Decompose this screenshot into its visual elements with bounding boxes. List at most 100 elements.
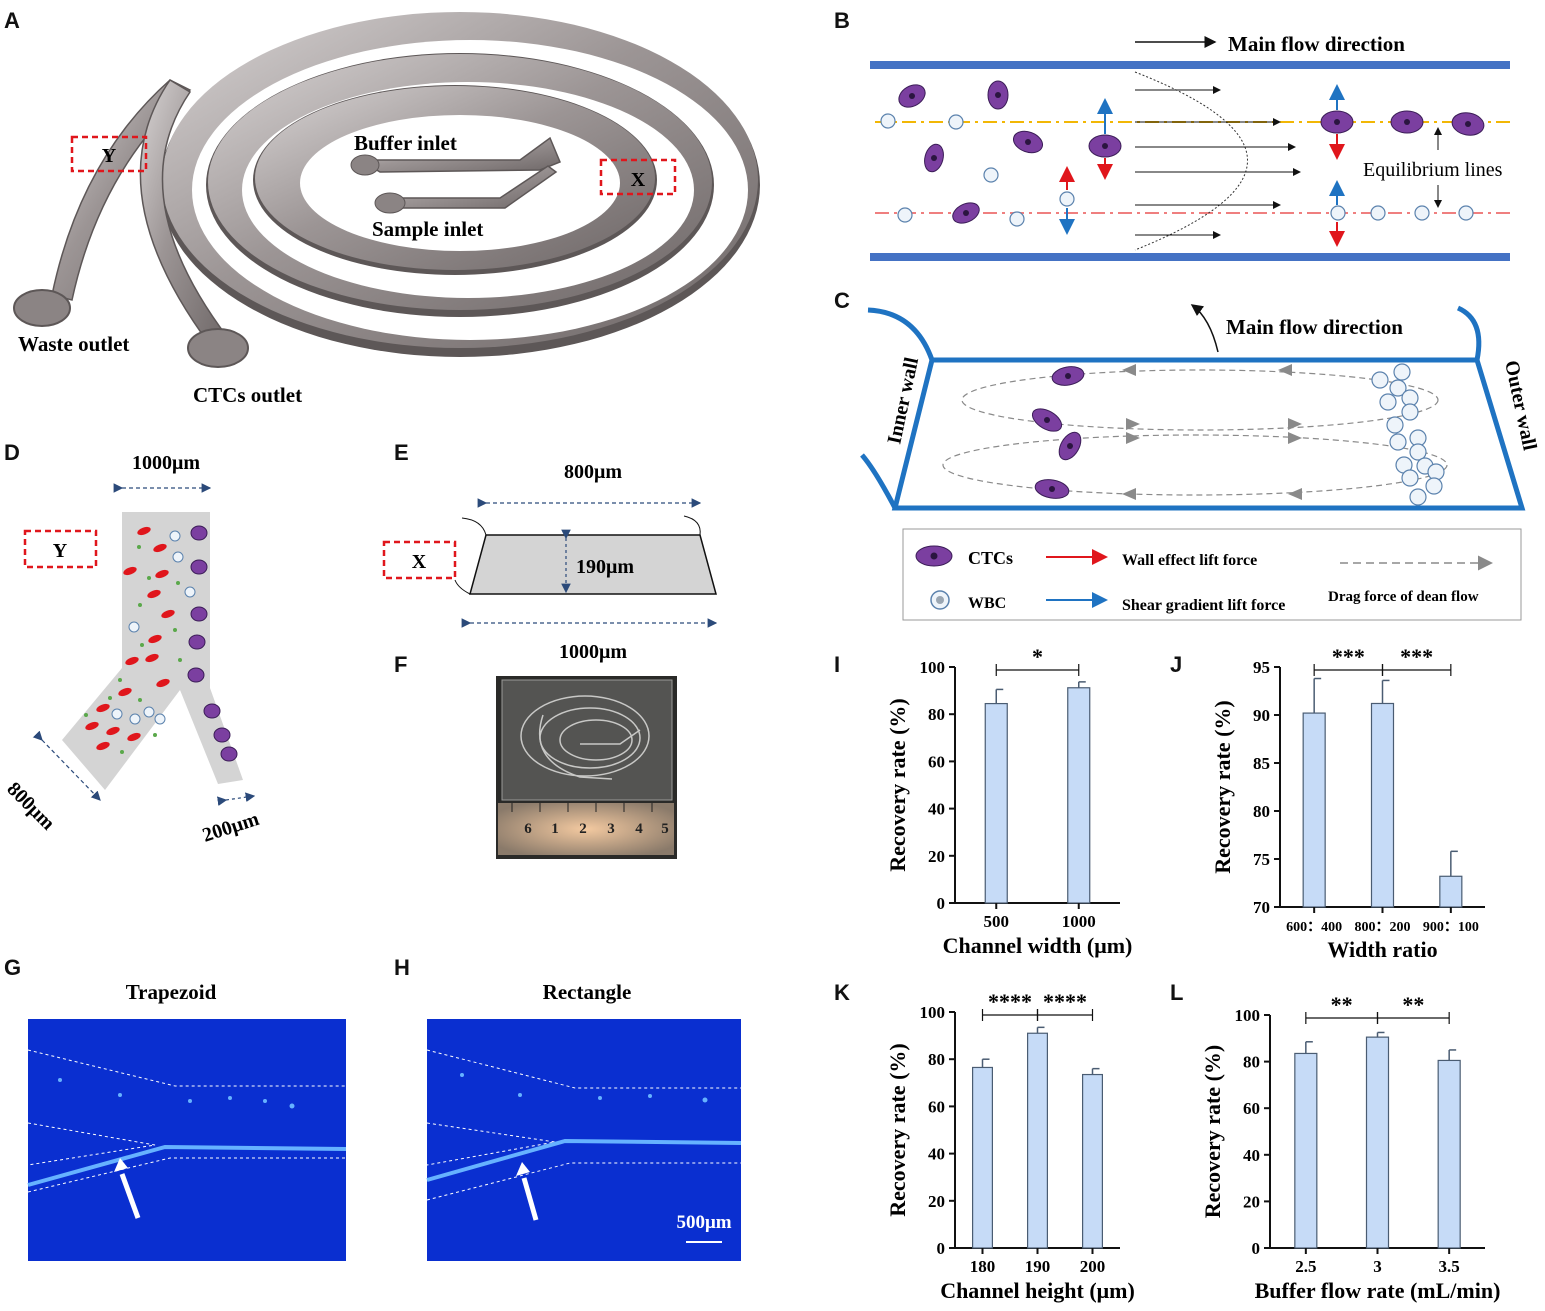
x-tick-label: 1000 (1062, 912, 1096, 931)
e-box-label: X (412, 551, 427, 573)
x-tick-label: 900：100 (1423, 920, 1479, 935)
x-axis-label: Channel height (μm) (940, 1278, 1135, 1303)
x-tick-label: 200 (1080, 1257, 1106, 1276)
equilibrium-lines-label: Equilibrium lines (1363, 159, 1503, 181)
ruler-tick-4: 4 (635, 821, 643, 837)
legend-ctcs: CTCs (968, 548, 1013, 568)
box-y (70, 135, 148, 173)
significance-label: *** (1400, 644, 1433, 669)
panel-letter-l: L (1170, 980, 1184, 1005)
y-tick-label: 0 (937, 894, 946, 913)
y-tick-label: 20 (928, 847, 945, 866)
box-x (599, 158, 677, 196)
x-tick-label: 3 (1373, 1257, 1382, 1276)
panel-letter-g: G (4, 955, 22, 980)
panel-a-spiral-chip: Y X Buffer inlet Sample inlet Waste outl… (13, 12, 760, 407)
y-tick-label: 40 (928, 1145, 945, 1164)
ruler-tick-1: 1 (551, 821, 559, 837)
panel-letter-k: K (834, 980, 850, 1005)
panel-h-fluorescence: Rectangle 500μm (426, 980, 742, 1261)
significance-label: **** (988, 989, 1032, 1014)
outer-wall-label: Outer wall (1500, 358, 1541, 452)
g-title: Trapezoid (126, 980, 217, 1004)
legend-shear-gradient: Shear gradient lift force (1122, 597, 1285, 614)
scale-bar-label: 500μm (676, 1212, 731, 1233)
bar (1294, 1052, 1318, 1249)
y-tick-label: 20 (1243, 1192, 1260, 1211)
inner-wall-label: Inner wall (883, 355, 923, 446)
y-tick-label: 75 (1253, 850, 1270, 869)
d-box-label: Y (53, 540, 68, 562)
d-right-width: 200μm (200, 808, 262, 847)
bar (984, 702, 1008, 904)
panel-f-photo: 1 2 3 4 5 6 (496, 676, 677, 859)
buffer-inlet-label: Buffer inlet (354, 131, 457, 155)
y-tick-label: 40 (928, 800, 945, 819)
panel-letter-d: D (4, 440, 20, 465)
y-tick-label: 90 (1253, 706, 1270, 725)
y-tick-label: 0 (1252, 1239, 1261, 1258)
x-tick-label: 2.5 (1295, 1257, 1316, 1276)
significance-label: * (1032, 644, 1043, 669)
x-axis-label: Buffer flow rate (mL/min) (1255, 1278, 1501, 1303)
x-axis-label: Channel width (μm) (943, 933, 1133, 958)
panel-letter-a: A (4, 8, 20, 33)
bar (1437, 1059, 1461, 1249)
ruler-tick-3: 3 (607, 821, 615, 837)
legend-drag-force: Drag force of dean flow (1328, 589, 1479, 605)
e-top-width: 800μm (564, 461, 622, 483)
significance-label: *** (1332, 644, 1365, 669)
y-tick-label: 40 (1243, 1146, 1260, 1165)
legend-wbc: WBC (968, 595, 1006, 612)
legend-box (902, 528, 1522, 621)
bar (1370, 702, 1395, 908)
d-left-width: 800μm (2, 778, 59, 835)
significance-label: ** (1331, 992, 1353, 1017)
d-top-width: 1000μm (132, 452, 200, 474)
main-flow-label-b: Main flow direction (1228, 32, 1405, 56)
main-flow-label-c: Main flow direction (1226, 315, 1403, 339)
bar (971, 1066, 993, 1249)
panel-letter-h: H (394, 955, 410, 980)
bar (1365, 1036, 1390, 1249)
e-height: 190μm (576, 556, 634, 578)
y-tick-label: 20 (928, 1192, 945, 1211)
bar (1439, 875, 1463, 908)
x-tick-label: 800：200 (1355, 920, 1411, 935)
ctcs-outlet-label: CTCs outlet (193, 383, 302, 407)
panel-b-flow: Main flow direction (870, 32, 1510, 261)
x-tick-label: 190 (1025, 1257, 1051, 1276)
legend-wall-effect: Wall effect lift force (1122, 552, 1257, 569)
panel-letter-b: B (834, 8, 850, 33)
x-tick-label: 3.5 (1439, 1257, 1460, 1276)
x-axis-label: Width ratio (1327, 937, 1437, 962)
x-tick-label: 180 (970, 1257, 996, 1276)
box-x-label: X (631, 169, 646, 191)
panel-letter-c: C (834, 288, 850, 313)
y-tick-label: 100 (920, 658, 946, 677)
y-tick-label: 100 (920, 1003, 946, 1022)
panel-g-fluorescence: Trapezoid (27, 980, 347, 1261)
y-tick-label: 60 (1243, 1099, 1260, 1118)
x-tick-label: 600：400 (1286, 920, 1342, 935)
y-tick-label: 95 (1253, 658, 1270, 677)
y-tick-label: 0 (937, 1239, 946, 1258)
y-tick-label: 100 (1235, 1006, 1261, 1025)
significance-label: **** (1043, 989, 1087, 1014)
y-axis-label: Recovery rate (%) (1200, 1045, 1225, 1218)
chart-k: 0 20 40 60 80 100 180 190 200 **** **** Channel hei… (885, 989, 1135, 1303)
y-tick-label: 80 (1253, 802, 1270, 821)
y-tick-label: 80 (928, 1050, 945, 1069)
panel-d-bifurcation: 1000μm 800μm 200μm Y (2, 452, 262, 847)
panel-letter-i: I (834, 652, 841, 677)
waste-outlet-label: Waste outlet (18, 332, 129, 356)
y-tick-label: 60 (928, 1097, 945, 1116)
bar (1081, 1073, 1103, 1249)
panel-e-trapezoid: 800μm 190μm 1000μm X (382, 461, 718, 663)
sample-inlet-label: Sample inlet (372, 217, 483, 241)
box-y-label: Y (102, 145, 117, 167)
